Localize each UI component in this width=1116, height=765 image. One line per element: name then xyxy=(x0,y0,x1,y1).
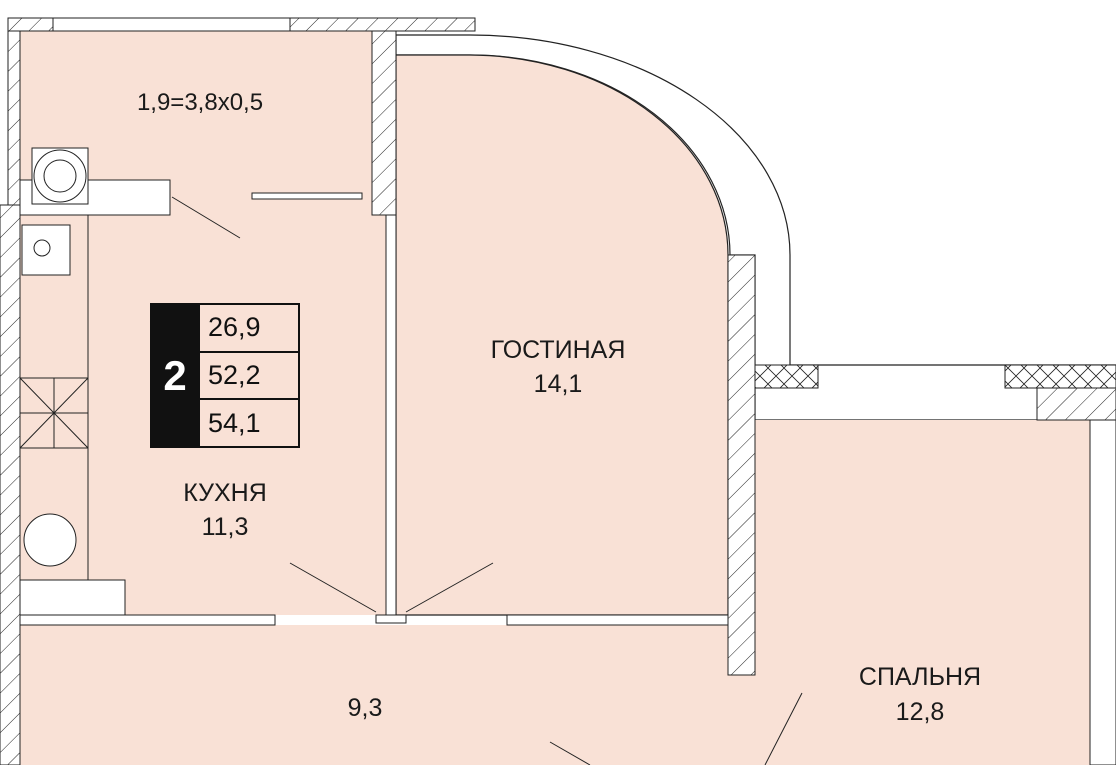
balcony-outer-band xyxy=(395,34,1116,421)
bedroom-room xyxy=(755,420,1090,765)
bedroom-area: 12,8 xyxy=(895,698,945,726)
living-name: ГОСТИНАЯ xyxy=(490,336,626,364)
total-area-value: 52,2 xyxy=(200,353,298,401)
balcony-door xyxy=(251,192,363,200)
kitchen-hall-wall xyxy=(19,614,276,626)
hall-area: 9,3 xyxy=(347,694,383,722)
kitchen-area: 11,3 xyxy=(201,513,249,541)
balcony-corner-wall xyxy=(1036,387,1116,421)
bedroom-right-wall xyxy=(1089,419,1116,765)
window-top xyxy=(52,17,291,32)
total-area-with-balcony-value: 54,1 xyxy=(208,407,261,438)
living-right-wall xyxy=(727,254,756,676)
left-wall-lower xyxy=(0,204,21,765)
kitchen-name: КУХНЯ xyxy=(183,479,267,507)
bedroom-name: СПАЛЬНЯ xyxy=(858,663,982,691)
living-area-value: 26,9 xyxy=(200,305,298,353)
door-swings xyxy=(171,196,803,765)
rooms-count: 2 xyxy=(150,303,200,448)
kitchen-room xyxy=(20,215,386,615)
stove xyxy=(21,224,71,276)
partition-kitchen-living xyxy=(385,214,397,616)
apartment-legend: 2 26,9 52,2 54,1 xyxy=(150,303,300,448)
door-post xyxy=(375,614,407,624)
boiler xyxy=(31,147,89,205)
cabinet-cross xyxy=(19,377,89,449)
living-room xyxy=(395,54,729,616)
sink xyxy=(23,513,77,567)
balcony-area-label: 1,9=3,8x0,5 xyxy=(136,89,264,116)
boiler-ring xyxy=(33,149,87,203)
living-hall-wall xyxy=(506,614,729,626)
left-wall-upper xyxy=(7,30,21,216)
fridge xyxy=(19,579,126,616)
balcony-right-wall xyxy=(371,30,397,216)
living-area: 14,1 xyxy=(533,370,583,398)
